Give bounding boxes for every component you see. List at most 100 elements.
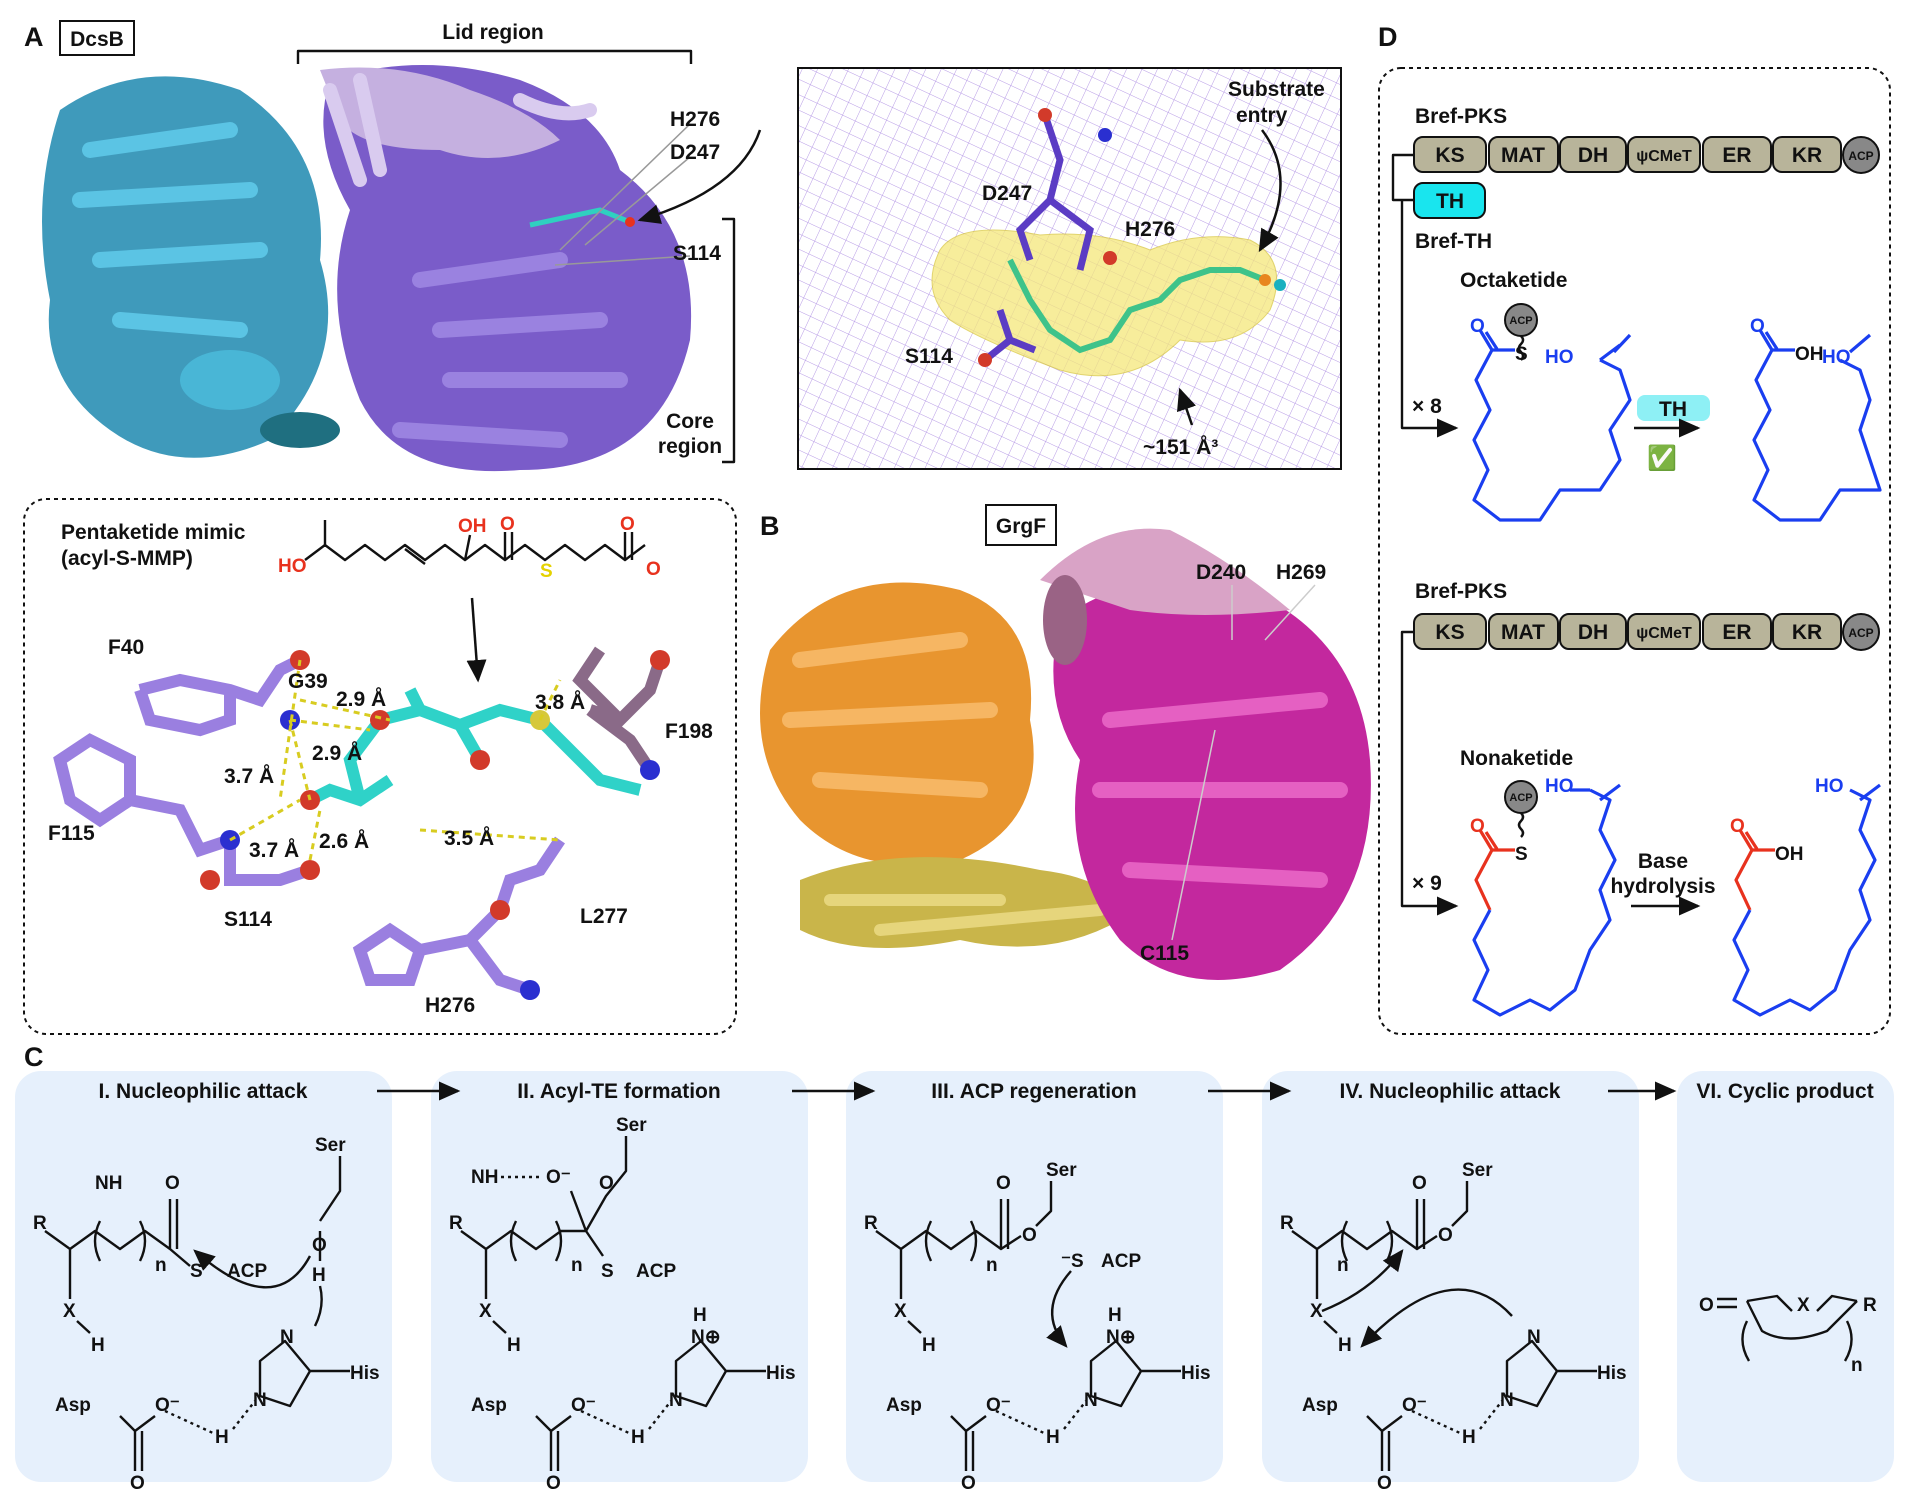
step-2-mechanism: R X H NH O⁻ n O Ser S ACP N⊕ H N His Asp… <box>449 1115 796 1494</box>
domain-er: ER <box>1722 621 1751 644</box>
atom-o: O <box>1412 1173 1427 1194</box>
atom-o-minus: O⁻ <box>546 1167 571 1188</box>
octaketide-iterations: × 8 <box>1412 395 1442 418</box>
atom-n: N <box>669 1390 683 1411</box>
nonaketide-acid-structure <box>1732 783 1881 1017</box>
atom-n: N <box>1500 1390 1514 1411</box>
inset-residue-s114: S114 <box>905 345 953 368</box>
step-title: III. ACP regeneration <box>931 1080 1136 1103</box>
mimic-atom-o-ester: O <box>620 514 635 535</box>
inset-residue-h276: H276 <box>1125 218 1175 241</box>
atom-o: O <box>599 1173 614 1194</box>
nonaketide-acp: ACP <box>1509 792 1532 804</box>
lid-region-label: Lid region <box>442 21 544 44</box>
atom-h: H <box>91 1335 105 1356</box>
nonaketide-acid-atom-o: O <box>1730 816 1745 837</box>
atom-n-subscript: n <box>571 1255 583 1276</box>
binding-site-balls <box>53 646 670 1000</box>
core-region-bracket <box>722 217 736 464</box>
atom-n-subscript: n <box>986 1255 998 1276</box>
atom-nh: NH <box>95 1173 122 1194</box>
domain-mat: MAT <box>1501 144 1545 167</box>
atom-his: His <box>766 1363 796 1384</box>
residue-s114: S114 <box>224 908 272 931</box>
inset-residue-d247: D247 <box>982 182 1032 205</box>
atom-x: X <box>479 1301 492 1322</box>
core-region-label-2: region <box>658 435 722 458</box>
mimic-atom-o: O <box>500 514 515 535</box>
atom-o: O <box>996 1173 1011 1194</box>
entry-arrow <box>637 129 762 224</box>
octaketide-title: Octaketide <box>1460 269 1567 292</box>
residue-label-h276: H276 <box>670 108 720 131</box>
core-region-label-1: Core <box>666 410 714 433</box>
nonaketide-acid-atom-oh: OH <box>1775 844 1804 865</box>
atom-asp: Asp <box>1302 1395 1338 1416</box>
residue-label-s114: S114 <box>673 242 721 265</box>
panel-a-label: A <box>24 22 44 52</box>
residue-c115: C115 <box>1140 942 1189 965</box>
step-4-mechanism: R X H O n O Ser N N His Asp O⁻ H O <box>1280 1160 1627 1494</box>
acid-atom-ho: HO <box>1822 347 1851 368</box>
atom-o: O <box>1022 1225 1037 1246</box>
atom-h: H <box>312 1265 326 1286</box>
substrate-entry-label-1: Substrate <box>1228 78 1325 101</box>
domain-acp: ACP <box>1848 626 1873 640</box>
residue-label-d247: D247 <box>670 141 720 164</box>
atom-r: R <box>1863 1295 1877 1316</box>
lid-region-bracket <box>296 49 693 64</box>
protein-label-box <box>985 504 1057 546</box>
step-4-box <box>1262 1071 1639 1482</box>
domain-acp: ACP <box>1848 149 1873 163</box>
domain-mat: MAT <box>1501 621 1545 644</box>
atom-o: O <box>1377 1473 1392 1494</box>
atom-o-minus: O⁻ <box>986 1395 1011 1416</box>
domain-kr: KR <box>1792 144 1822 167</box>
octaketide-atom-s: S <box>1515 344 1528 365</box>
atom-o: O <box>961 1473 976 1494</box>
protein-label-dcsb: DcsB <box>70 28 124 51</box>
pks-name-2: Bref-PKS <box>1415 580 1507 603</box>
nonaketide-acid-atom-ho: HO <box>1815 776 1844 797</box>
atom-x: X <box>1797 1295 1810 1316</box>
panel-d-label: D <box>1378 22 1398 52</box>
atom-s: S <box>190 1261 203 1282</box>
step-title: VI. Cyclic product <box>1696 1080 1873 1103</box>
wavy-bond <box>1517 335 1525 361</box>
domain-row-2 <box>1413 613 1880 651</box>
atom-n-subscript: n <box>1851 1355 1863 1376</box>
atom-nh: NH <box>471 1167 498 1188</box>
panel-a: A DcsB Lid region H276 D247 S114 Core re… <box>23 20 1342 1035</box>
atom-o: O <box>165 1173 180 1194</box>
atom-h: H <box>922 1335 936 1356</box>
atom-n-plus: N⊕ <box>1106 1327 1136 1348</box>
nonaketide-title: Nonaketide <box>1460 747 1573 770</box>
th-enzyme-pill <box>1637 395 1710 421</box>
step-2-box <box>431 1071 808 1482</box>
atom-r: R <box>449 1213 463 1234</box>
volume-arrow <box>1177 387 1196 426</box>
leader-line <box>1171 729 1216 941</box>
atom-o-minus: O⁻ <box>1402 1395 1427 1416</box>
grgf-structure <box>760 528 1371 980</box>
leader-line <box>1264 584 1316 641</box>
nonaketide-structure <box>1472 783 1621 1017</box>
residue-d240: D240 <box>1196 561 1246 584</box>
acid-atom-oh: OH <box>1795 344 1824 365</box>
atom-x: X <box>63 1301 76 1322</box>
mimic-title: Pentaketide mimic <box>61 521 246 544</box>
residue-l277: L277 <box>580 905 628 928</box>
atom-acp: ACP <box>636 1261 676 1282</box>
step-5-box <box>1677 1071 1894 1482</box>
condition-hydrolysis: hydrolysis <box>1610 875 1715 898</box>
atom-n: N <box>1527 1327 1541 1348</box>
leader-line <box>559 123 691 251</box>
th-name: Bref-TH <box>1415 230 1492 253</box>
atom-n: N <box>280 1327 294 1348</box>
flow-arrow-2 <box>1400 630 1459 916</box>
acid-product-structure <box>1752 329 1882 522</box>
step-title: I. Nucleophilic attack <box>99 1080 308 1103</box>
atom-x: X <box>894 1301 907 1322</box>
step-1-mechanism: R X H NH O n S ACP Ser O H N N His Asp O… <box>33 1135 380 1494</box>
atom-his: His <box>350 1363 380 1384</box>
